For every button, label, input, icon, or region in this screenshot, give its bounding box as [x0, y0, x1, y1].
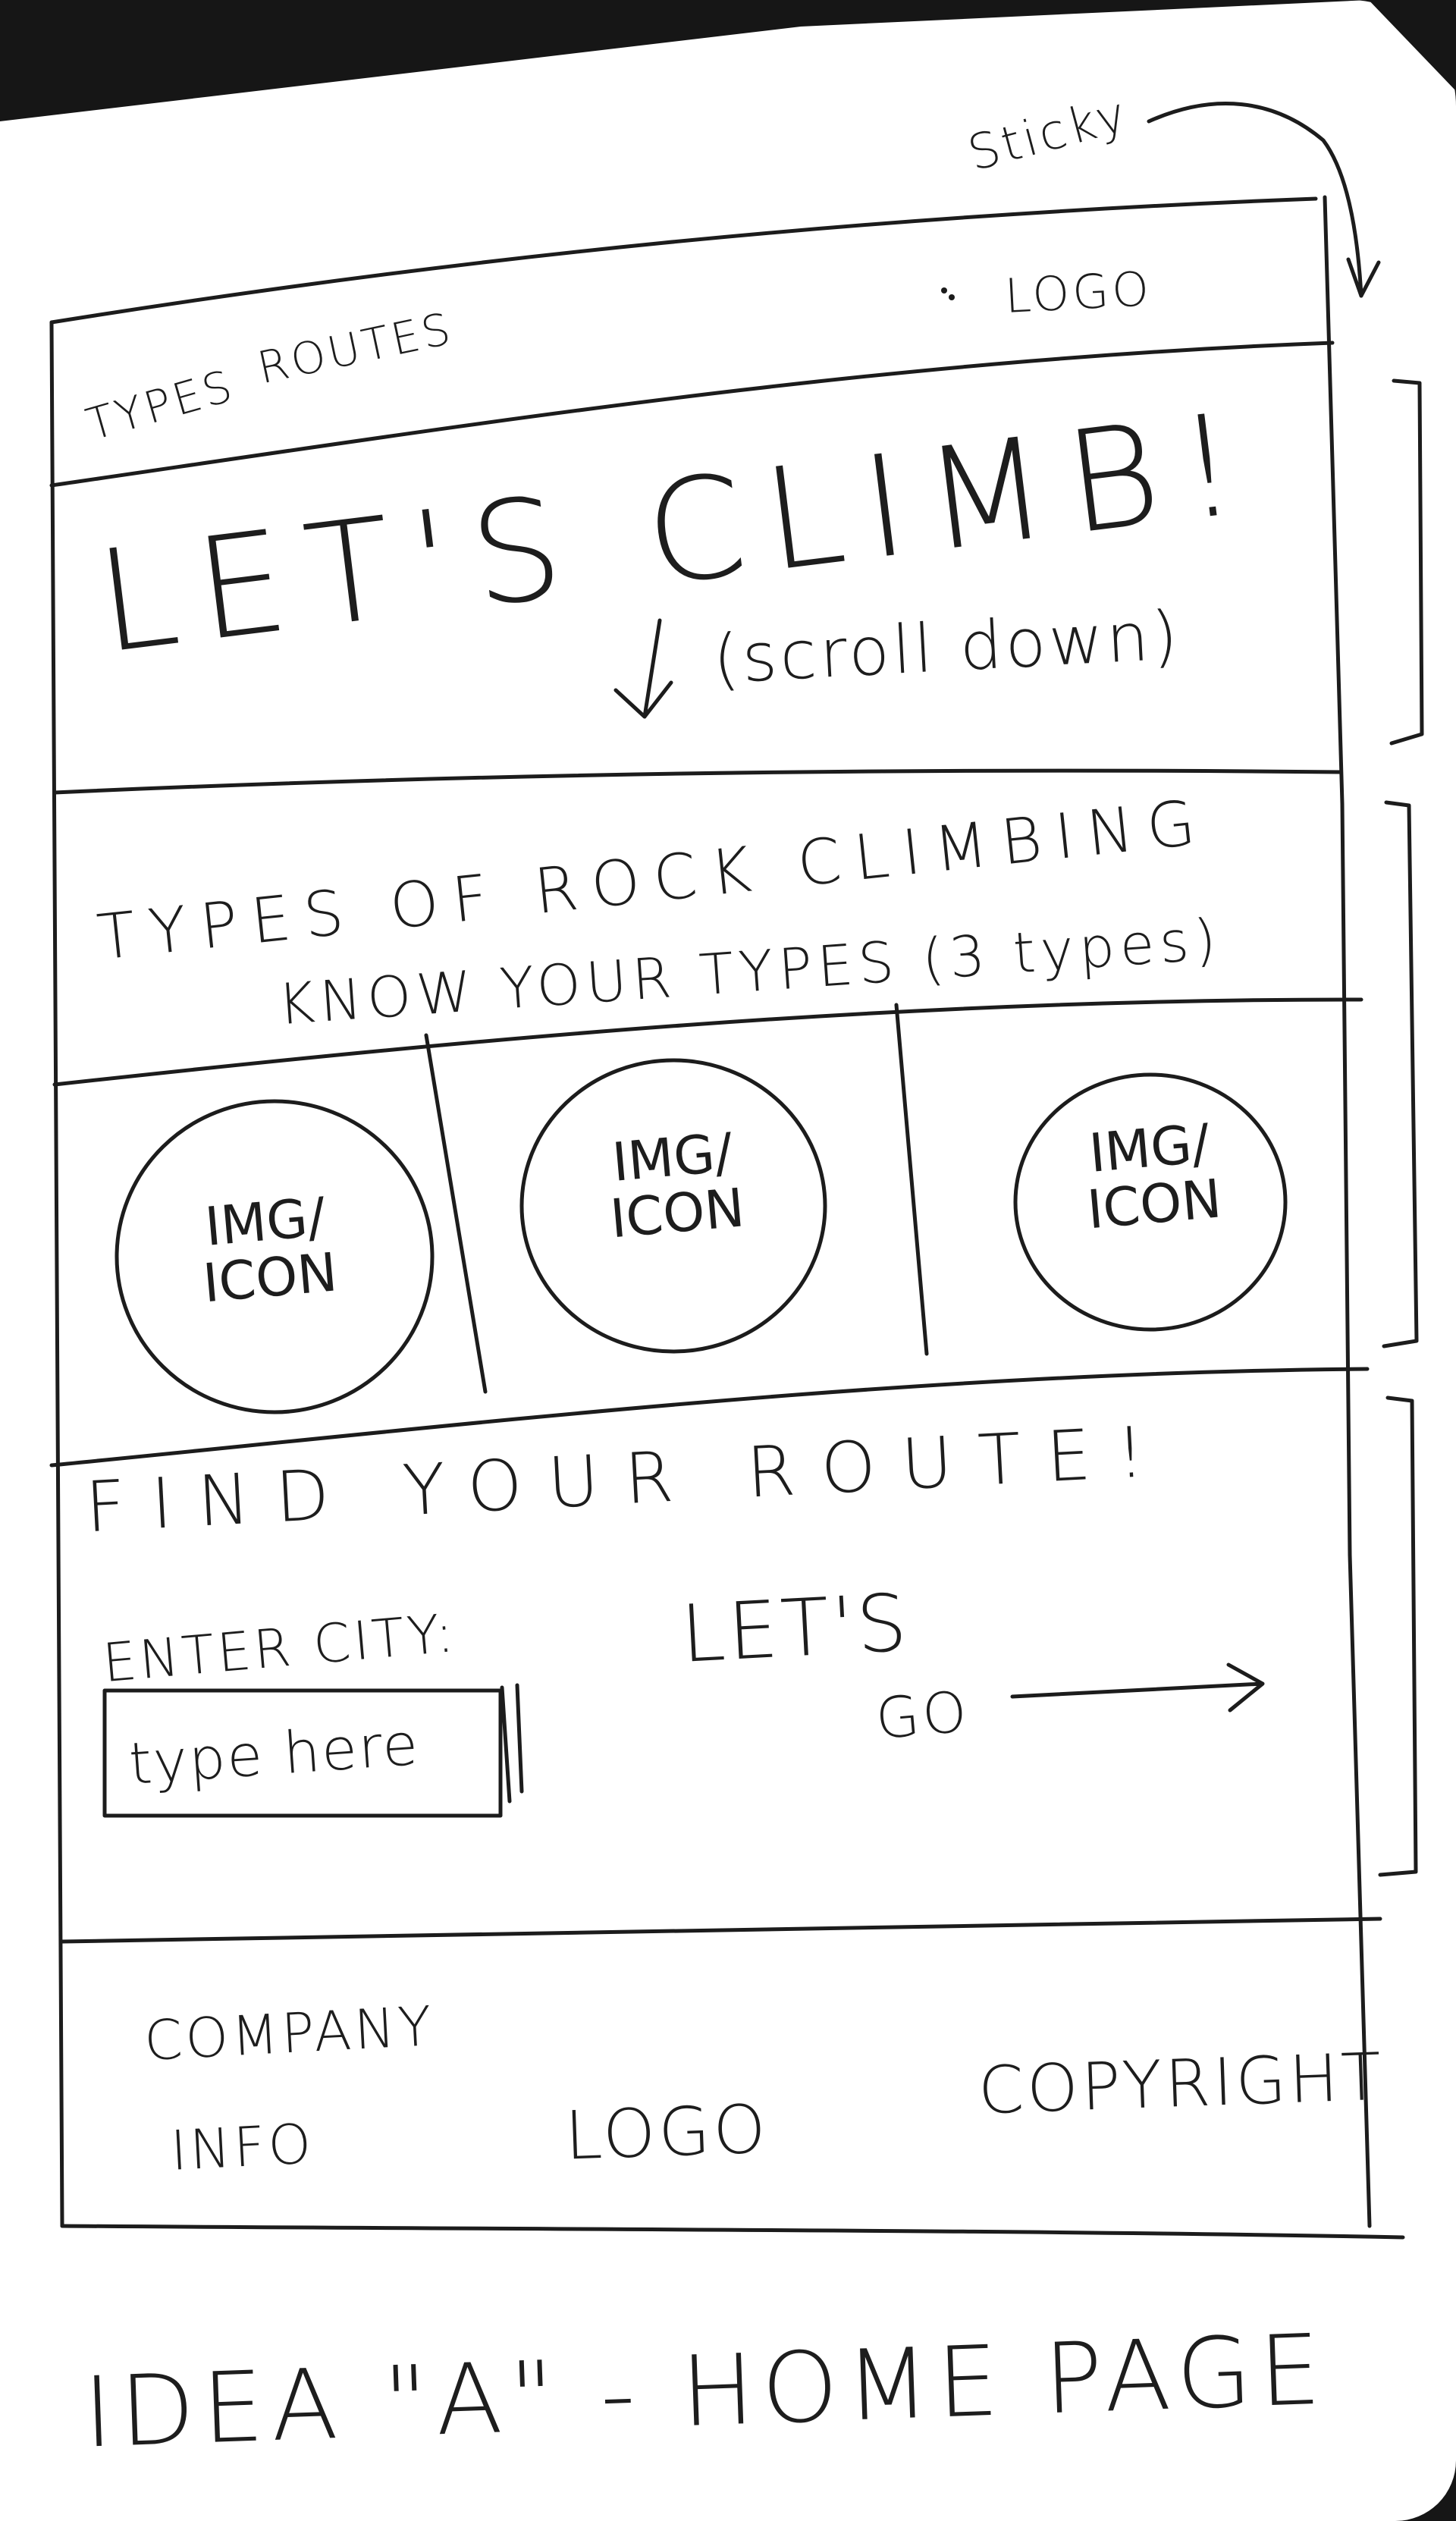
footer-copyright: COPYRIGHT — [977, 2039, 1385, 2130]
page-frame-right — [1323, 195, 1372, 2228]
grid-divider-1 — [424, 1033, 488, 1394]
type-3-image-placeholder[interactable]: IMG/ ICON — [1084, 1112, 1224, 1241]
grid-divider-2 — [894, 1003, 929, 1356]
type-2-image-placeholder[interactable]: IMG/ ICON — [607, 1121, 747, 1250]
dot-mark — [941, 287, 947, 294]
type-3-image-circle — [1013, 1072, 1288, 1332]
footer-company-line2: INFO — [168, 2111, 316, 2183]
types-title-bottom-line — [52, 997, 1363, 1087]
type-1-image-placeholder[interactable]: IMG/ ICON — [200, 1185, 340, 1314]
hero-bracket — [1389, 378, 1424, 746]
header-top-line — [49, 196, 1318, 325]
types-grid-bottom-line — [49, 1367, 1370, 1468]
types-bracket — [1382, 800, 1419, 1348]
hero-bottom-line — [52, 768, 1342, 795]
dot-mark — [949, 294, 955, 300]
footer-company-line1: COMPANY — [143, 1994, 436, 2073]
footer-bottom-line — [60, 2224, 1405, 2240]
header-bottom-line — [49, 341, 1335, 488]
sticky-arrow — [1147, 102, 1363, 298]
lets-go-arrow — [1010, 1662, 1265, 1713]
type-1-image-circle — [115, 1099, 435, 1414]
scroll-down-arrow — [613, 618, 673, 719]
header-logo[interactable]: LOGO — [1003, 260, 1153, 325]
lets-go-button-line1[interactable]: LET'S — [679, 1576, 912, 1681]
lets-go-button-line2[interactable]: GO — [873, 1678, 973, 1753]
footer-logo: LOGO — [563, 2089, 770, 2175]
page-frame-left — [49, 320, 64, 2228]
sticky-arrow-head — [1346, 257, 1381, 298]
city-input-shadow — [500, 1683, 524, 1804]
route-bracket — [1378, 1395, 1418, 1877]
city-input-outline — [102, 1688, 503, 1818]
route-bottom-line — [60, 1917, 1382, 1944]
type-2-image-circle — [519, 1058, 827, 1354]
